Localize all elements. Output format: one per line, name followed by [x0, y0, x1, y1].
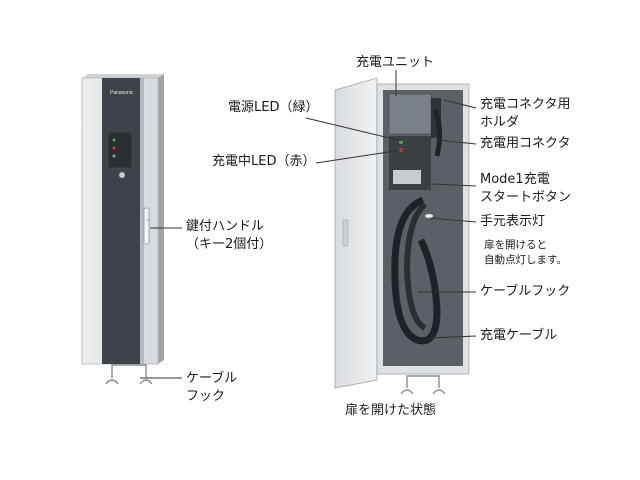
- mode1-button-label: Mode1充電 スタートボタン: [480, 172, 572, 205]
- hand-light-note: 扉を開けると 自動点灯します。: [484, 239, 567, 266]
- closed-charger-illustration: Panasonic: [81, 74, 164, 385]
- power-led-label: 電源LED（緑）: [228, 100, 319, 115]
- center-stripe: [102, 78, 140, 364]
- charging-unit-block: [388, 93, 432, 135]
- open-state-caption: 扉を開けた状態: [345, 403, 437, 418]
- charging-unit-label: 充電ユニット: [356, 55, 435, 70]
- connector-label: 充電用コネクタ: [480, 136, 571, 151]
- key-handle: [143, 207, 150, 245]
- left-cable-hook-label: ケーブル フック: [186, 371, 238, 404]
- connector-holder-label: 充電コネクタ用 ホルダ: [480, 97, 571, 130]
- handle-label: 鍵付ハンドル （キー2個付）: [186, 219, 273, 252]
- charging-led-label: 充電中LED（赤）: [212, 154, 316, 169]
- svg-text:Panasonic: Panasonic: [110, 90, 134, 96]
- charging-cable-label: 充電ケーブル: [480, 328, 558, 343]
- right-cable-hook-label: ケーブルフック: [480, 284, 571, 299]
- hand-light-label: 手元表示灯: [480, 214, 546, 229]
